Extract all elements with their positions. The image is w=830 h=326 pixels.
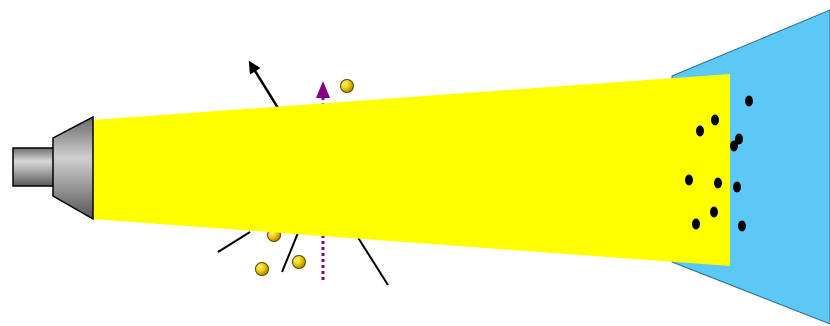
beam-source-icon [13, 117, 93, 219]
deposit-dot-icon [685, 175, 693, 186]
deposit-dot-icon [745, 96, 753, 107]
particle-icon [341, 80, 354, 93]
deposit-dot-icon [692, 219, 700, 230]
deposit-dot-icon [710, 207, 718, 218]
scatter-trajectory [357, 236, 388, 285]
deposit-dot-icon [711, 115, 719, 126]
deposit-dot-icon [730, 141, 738, 152]
dotted-arrow-head-icon [316, 81, 330, 98]
scatter-trajectory [252, 66, 278, 108]
deposit-dot-icon [696, 126, 704, 137]
particle-icon [293, 256, 306, 269]
deposit-dot-icon [714, 178, 722, 189]
scatter-trajectory [218, 232, 250, 252]
source-cylinder [13, 148, 55, 186]
beam [92, 74, 730, 266]
deposit-dot-icon [733, 182, 741, 193]
particle-icon [256, 263, 269, 276]
deposit-dot-icon [738, 221, 746, 232]
source-nozzle [53, 117, 93, 219]
